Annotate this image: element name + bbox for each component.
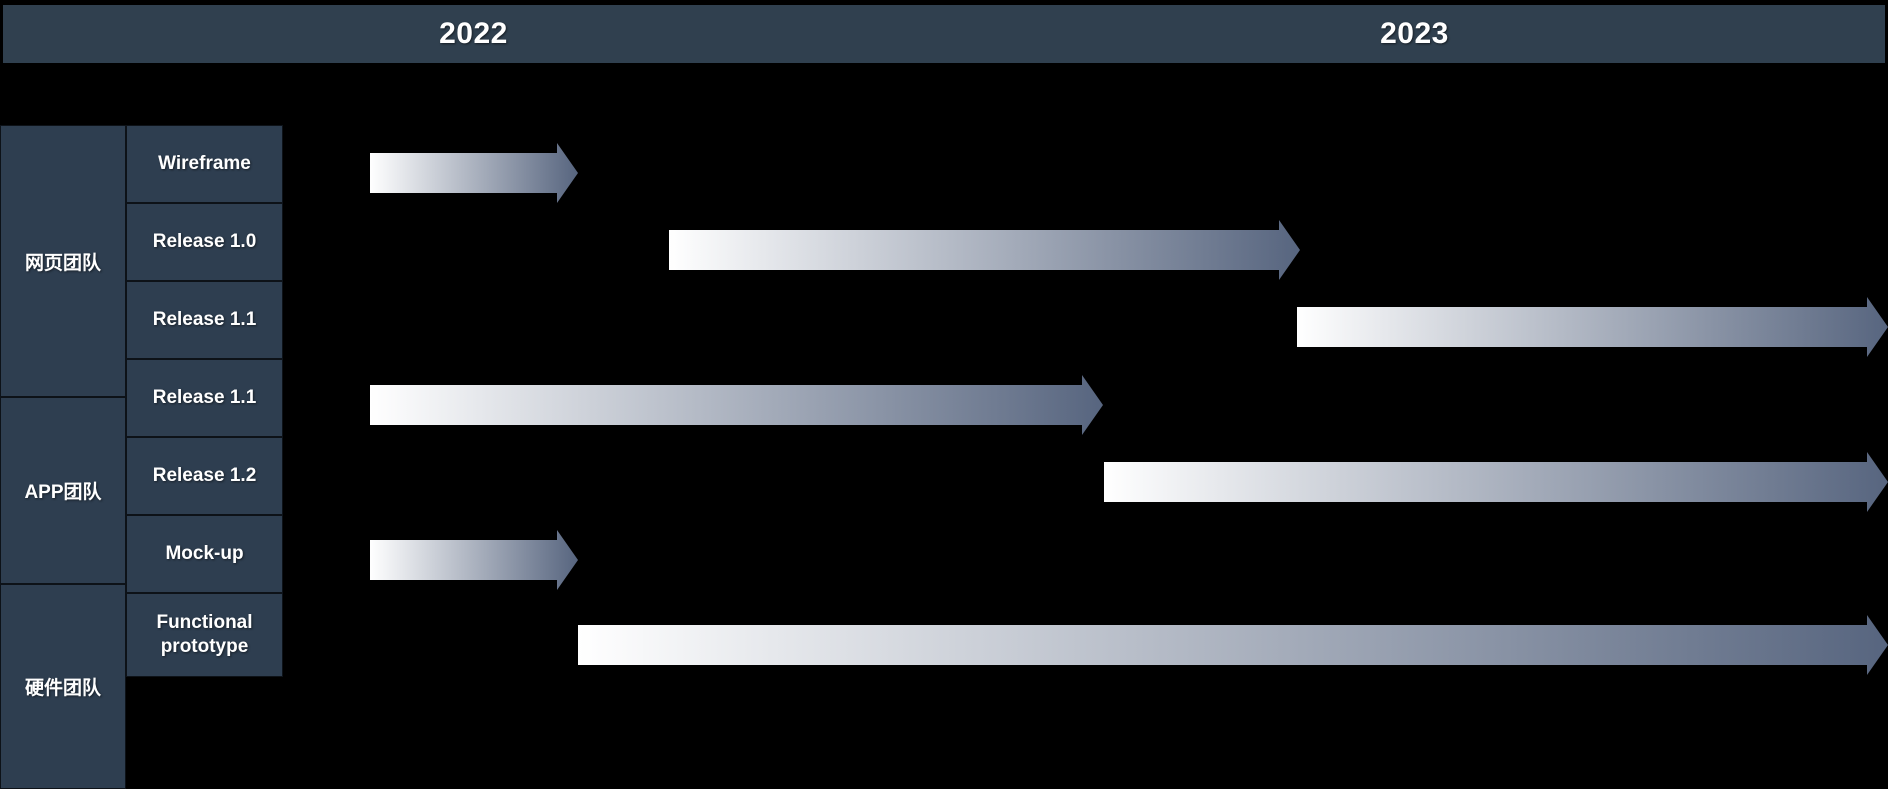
gantt-bar-web-release-1-0[interactable] <box>669 220 1300 280</box>
task-cell-mockup: Mock-up <box>126 515 283 593</box>
group-label: 网页团队 <box>24 252 101 274</box>
task-label: Release 1.0 <box>152 231 257 253</box>
gantt-bar-wireframe[interactable] <box>370 143 578 203</box>
gantt-bar-functional-prototype[interactable] <box>578 615 1888 675</box>
gantt-bar-mockup[interactable] <box>370 530 578 590</box>
timeline-period-2022: 2022 <box>3 5 944 63</box>
group-cell-hardware: 硬件团队 <box>0 584 126 789</box>
group-label: 硬件团队 <box>24 678 101 699</box>
task-cell-web-release-1-1: Release 1.1 <box>126 281 283 359</box>
group-cell-app: APP团队 <box>0 397 126 584</box>
group-label: APP团队 <box>24 482 102 503</box>
task-label: Release 1.1 <box>152 387 257 409</box>
gantt-bar-web-release-1-1[interactable] <box>1297 297 1888 357</box>
task-label: Wireframe <box>158 153 251 175</box>
timeline-period-label: 2023 <box>1380 17 1449 50</box>
task-cell-app-release-1-1: Release 1.1 <box>126 359 283 437</box>
task-cell-web-release-1-0: Release 1.0 <box>126 203 283 281</box>
gantt-bar-app-release-1-2[interactable] <box>1104 452 1888 512</box>
task-label: Functional prototype <box>156 612 253 657</box>
timeline-period-2023: 2023 <box>944 5 1885 63</box>
task-label: Release 1.1 <box>152 309 257 331</box>
task-cell-functional-prototype: Functional prototype <box>126 593 283 677</box>
task-label: Mock-up <box>165 543 244 565</box>
timeline-header: 2022 2023 <box>3 5 1885 63</box>
group-cell-web: 网页团队 <box>0 125 126 397</box>
gantt-bar-app-release-1-1[interactable] <box>370 375 1103 435</box>
timeline-period-label: 2022 <box>439 17 508 50</box>
task-label: Release 1.2 <box>152 465 257 487</box>
task-cell-app-release-1-2: Release 1.2 <box>126 437 283 515</box>
gantt-chart-body: 网页团队 APP团队 硬件团队 Wireframe Release 1.0 Re… <box>0 125 1888 789</box>
task-cell-wireframe: Wireframe <box>126 125 283 203</box>
